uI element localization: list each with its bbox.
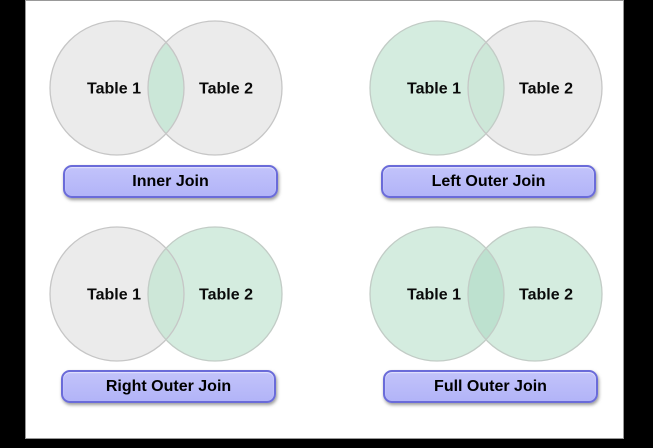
table2-label: Table 2	[519, 287, 573, 304]
table2-circle-outline	[467, 226, 603, 362]
inner-join-button[interactable]: Inner Join	[63, 165, 278, 198]
table1-label: Table 1	[407, 81, 461, 98]
table2-circle-outline	[467, 20, 603, 156]
table1-circle-outline	[369, 226, 505, 362]
table2-label: Table 2	[199, 287, 253, 304]
table1-circle	[50, 227, 184, 361]
table1-label: Table 1	[407, 287, 461, 304]
right-outer-join-button[interactable]: Right Outer Join	[61, 370, 276, 403]
table1-circle	[370, 227, 504, 361]
venn-left-outer-join: Table 1 Table 2	[369, 20, 603, 156]
table2-circle-outline	[147, 20, 283, 156]
table2-circle	[148, 227, 282, 361]
table1-circle-outline	[49, 20, 185, 156]
table1-label: Table 1	[87, 81, 141, 98]
table2-circle	[468, 21, 602, 155]
venn-right-outer-join: Table 1 Table 2	[49, 226, 283, 362]
table2-label: Table 2	[519, 81, 573, 98]
venn-full-outer-join: Table 1 Table 2	[369, 226, 603, 362]
table1-circle-outline	[369, 20, 505, 156]
table1-circle-outline	[49, 226, 185, 362]
table2-circle-outline	[147, 226, 283, 362]
full-outer-join-button[interactable]: Full Outer Join	[383, 370, 598, 403]
table2-circle	[468, 227, 602, 361]
table2-label: Table 2	[199, 81, 253, 98]
table1-circle	[370, 21, 504, 155]
table1-label: Table 1	[87, 287, 141, 304]
left-outer-join-button[interactable]: Left Outer Join	[381, 165, 596, 198]
table2-circle	[148, 21, 282, 155]
table1-circle	[50, 21, 184, 155]
diagram-panel: Table 1 Table 2 Inner Join Table 1 Table…	[25, 0, 624, 439]
venn-inner-join: Table 1 Table 2	[49, 20, 283, 156]
